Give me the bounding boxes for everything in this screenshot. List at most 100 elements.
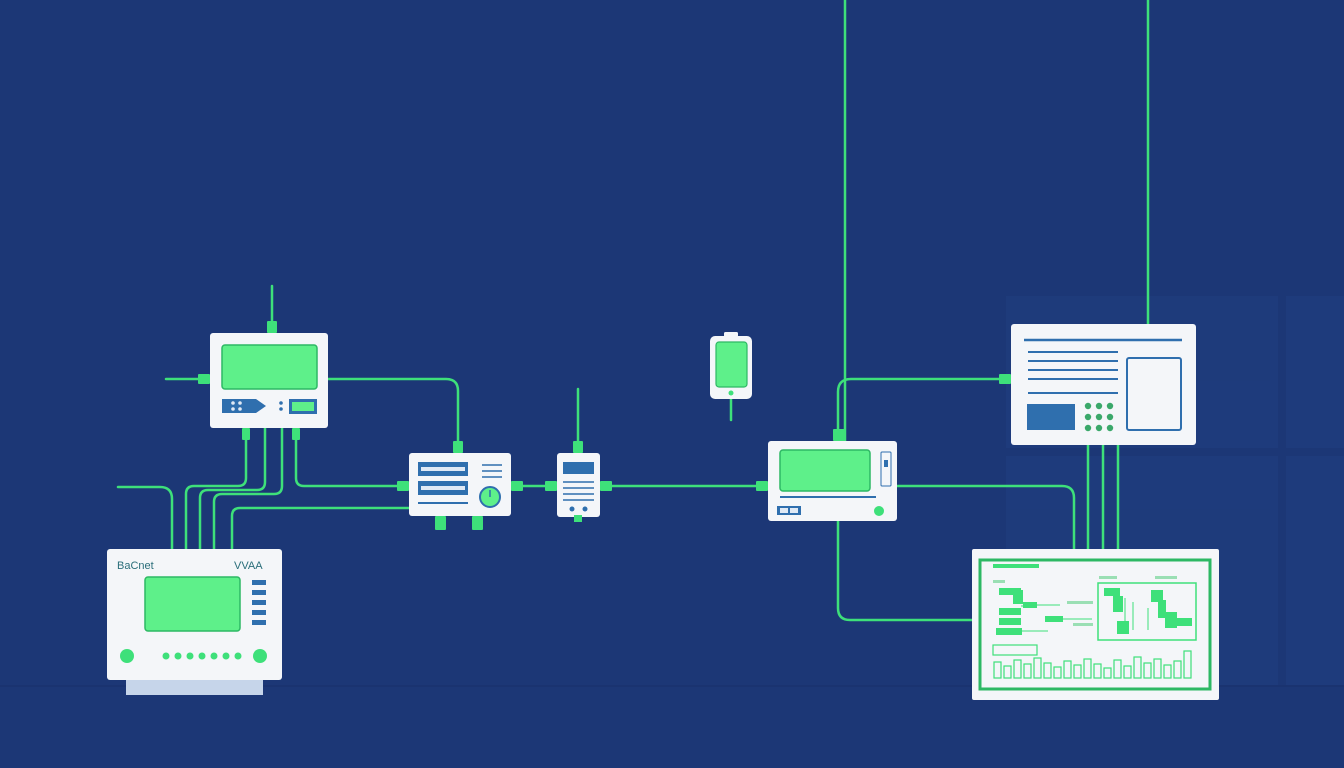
- controller-button[interactable]: [252, 580, 266, 585]
- flow-block: [1045, 616, 1063, 622]
- controller-knob[interactable]: [120, 649, 134, 663]
- router-screen: [221, 344, 318, 390]
- dashboard-flow-chart: [996, 588, 1063, 635]
- router-display-screen: [292, 402, 314, 411]
- controller-button[interactable]: [252, 590, 266, 595]
- keypad-key[interactable]: [1084, 402, 1092, 410]
- background-panel: [1286, 456, 1344, 686]
- hub-side-panel: [880, 451, 892, 487]
- status-dot: [231, 407, 235, 411]
- sensor-module[interactable]: [557, 453, 600, 522]
- sensor-led: [569, 506, 575, 512]
- bar: [1013, 659, 1022, 679]
- connector: [833, 429, 845, 441]
- controller-to-switch-link: [230, 506, 411, 551]
- phone-screen: [715, 341, 748, 388]
- router-device[interactable]: [210, 333, 328, 428]
- controller-button[interactable]: [252, 600, 266, 605]
- controller-base: [126, 678, 263, 695]
- keypad-key[interactable]: [1106, 413, 1114, 421]
- flow-block: [1023, 602, 1037, 608]
- controller-router-link: [212, 426, 284, 551]
- hub-to-workstation-link: [836, 377, 1013, 443]
- keypad-key[interactable]: [1095, 413, 1103, 421]
- dashboard-caption: [1099, 576, 1117, 579]
- flow-line: [1124, 598, 1149, 630]
- flow-block: [1117, 621, 1129, 634]
- switch-panel-label: [421, 486, 465, 490]
- workstation-to-dashboard-links: [1086, 443, 1120, 551]
- keypad-key[interactable]: [1095, 424, 1103, 432]
- controller-left-link: [116, 485, 174, 551]
- bar: [1123, 665, 1132, 679]
- controller-model-label: VVAA: [234, 560, 263, 572]
- sensor-led: [582, 506, 588, 512]
- keypad-key[interactable]: [1095, 402, 1103, 410]
- dashboard-flow-lines: [1021, 604, 1092, 632]
- background-panel: [1286, 296, 1344, 448]
- bar: [1163, 664, 1172, 679]
- bar: [1023, 663, 1032, 679]
- flow-block: [1151, 590, 1163, 602]
- bar: [1083, 658, 1092, 679]
- keypad-key[interactable]: [1084, 413, 1092, 421]
- keypad-key[interactable]: [1084, 424, 1092, 432]
- controller-screen: [144, 576, 241, 632]
- controller-brand-label: BaCnet: [117, 560, 154, 572]
- sensor-display: [563, 462, 594, 474]
- bacnet-controller[interactable]: BaCnet VVAA: [107, 549, 282, 695]
- connector: [267, 321, 277, 333]
- bar: [1053, 666, 1062, 679]
- network-switch[interactable]: [409, 453, 511, 516]
- hub-to-dashboard-lower-link: [836, 519, 974, 622]
- router-to-switch-link: [326, 377, 460, 457]
- connector: [756, 481, 768, 491]
- connector: [435, 516, 446, 530]
- bar: [1073, 664, 1082, 679]
- bar: [1033, 657, 1042, 679]
- flow-block: [1113, 596, 1123, 612]
- hub-screen: [779, 449, 871, 492]
- dashboard-caption: [1067, 601, 1093, 604]
- link-connectors: [198, 321, 1011, 530]
- status-led: [162, 652, 170, 660]
- flow-block: [1104, 588, 1120, 596]
- connector: [198, 374, 210, 384]
- bar: [1003, 665, 1012, 679]
- dashboard-caption: [1155, 576, 1177, 579]
- bar: [1133, 656, 1142, 679]
- workstation-display: [1027, 404, 1075, 430]
- bar: [1173, 660, 1182, 679]
- flow-block: [1013, 590, 1023, 604]
- connector: [574, 515, 582, 522]
- keypad-key[interactable]: [1106, 424, 1114, 432]
- hub-to-dashboard-link: [895, 484, 1076, 551]
- bar: [1103, 667, 1112, 679]
- hub-controller[interactable]: [768, 441, 897, 521]
- status-dot: [238, 401, 242, 405]
- status-led: [186, 652, 194, 660]
- hub-switch[interactable]: [884, 460, 888, 467]
- flow-block: [996, 628, 1022, 635]
- dashboard-caption: [1073, 623, 1093, 626]
- keypad-key[interactable]: [1106, 402, 1114, 410]
- flow-block: [999, 618, 1021, 625]
- phone-home-button[interactable]: [728, 390, 734, 396]
- bar: [1143, 662, 1152, 679]
- controller-router-link: [198, 426, 267, 551]
- controller-button[interactable]: [252, 610, 266, 615]
- dashboard-caption: [993, 580, 1005, 583]
- mobile-phone[interactable]: [710, 332, 752, 399]
- workstation-panel[interactable]: [1011, 324, 1196, 445]
- status-led: [198, 652, 206, 660]
- controller-knob[interactable]: [253, 649, 267, 663]
- status-led: [222, 652, 230, 660]
- dashboard-monitor[interactable]: [972, 549, 1219, 700]
- flow-block: [999, 588, 1021, 595]
- status-led: [174, 652, 182, 660]
- controller-button[interactable]: [252, 620, 266, 625]
- dashboard-bar-chart: [993, 650, 1192, 679]
- hub-port-label: [790, 508, 798, 513]
- connector: [600, 481, 612, 491]
- router-to-switch-lower-link: [294, 426, 411, 488]
